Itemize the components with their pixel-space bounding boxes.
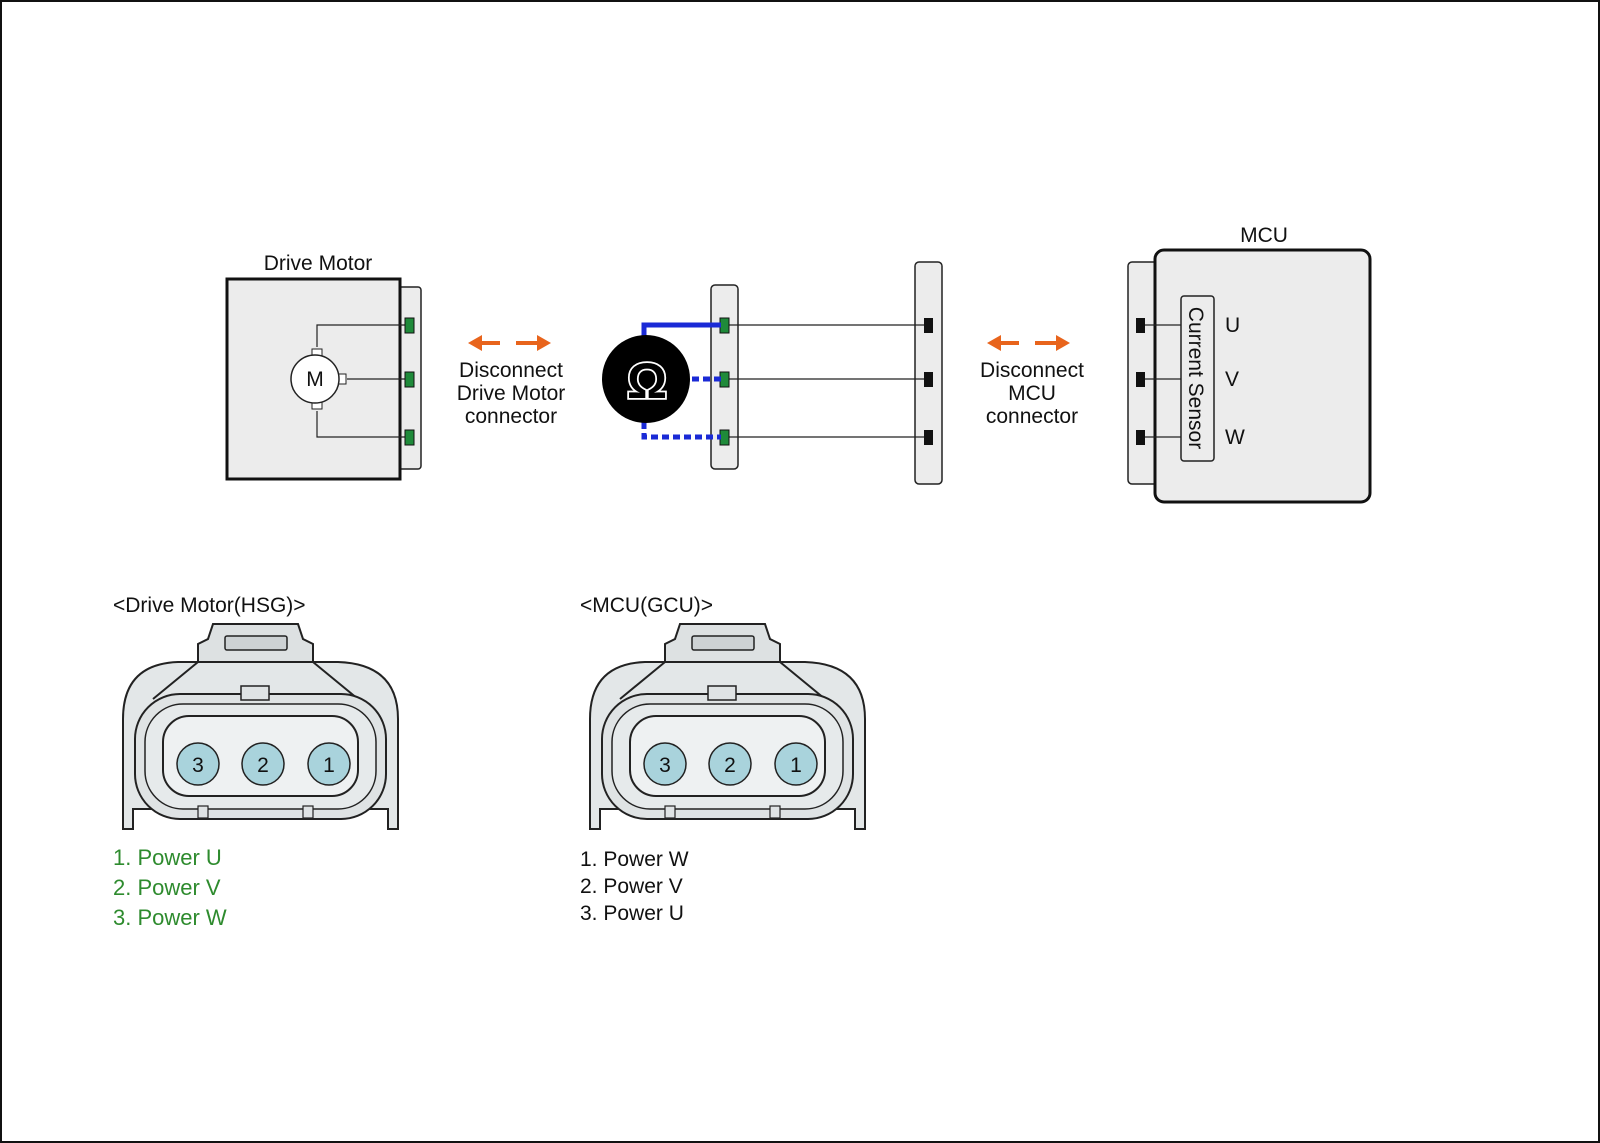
motor-pin-w bbox=[404, 429, 415, 446]
double-arrow-icon bbox=[468, 335, 551, 351]
drive-motor-title: Drive Motor bbox=[264, 252, 373, 275]
ohmmeter-icon bbox=[602, 335, 690, 423]
mcu-cavity-1-label: 1 bbox=[790, 754, 802, 777]
current-sensor-label: Current Sensor bbox=[1184, 307, 1207, 449]
harness-pin-w bbox=[719, 429, 730, 446]
connector-mcu-title: <MCU(GCU)> bbox=[580, 594, 713, 617]
connector-motor-legend-2: 2. Power V bbox=[113, 875, 221, 900]
motor-cavity-1-label: 1 bbox=[323, 754, 335, 777]
ohmmeter-group: Ω bbox=[602, 261, 943, 485]
mcu-pin-u bbox=[1136, 318, 1145, 333]
disconnect-mcu-line1: Disconnect bbox=[980, 359, 1084, 382]
mcu-cavity-1 bbox=[774, 742, 818, 786]
mcu-phase-v: V bbox=[1225, 368, 1239, 391]
meter-lead-solid bbox=[641, 322, 721, 338]
harness-mcu-pin-v bbox=[924, 372, 933, 387]
mcu-group: MCU Current Sensor U V W bbox=[1127, 224, 1372, 504]
meter-lead-dashed-w bbox=[641, 422, 721, 440]
connector-mcu-view: <MCU(GCU)> 3 2 1 1. Power W 2. Power V 3… bbox=[580, 594, 866, 925]
connector-motor-drawing: 3 2 1 bbox=[122, 623, 399, 830]
ohm-symbol: Ω bbox=[627, 353, 667, 409]
mcu-cavity-2-label: 2 bbox=[724, 754, 736, 777]
connector-motor-view: <Drive Motor(HSG)> 3 2 1 1. Power U 2. P… bbox=[113, 594, 399, 930]
mcu-cavity-2 bbox=[708, 742, 752, 786]
disconnect-motor-indicator: Disconnect Drive Motor connector bbox=[457, 335, 566, 428]
connector-mcu-legend-1: 1. Power W bbox=[580, 848, 689, 871]
harness-mcu-pin-w bbox=[924, 430, 933, 445]
connector-motor-title: <Drive Motor(HSG)> bbox=[113, 594, 306, 617]
double-arrow-icon bbox=[987, 335, 1070, 351]
mcu-phase-u: U bbox=[1225, 314, 1240, 337]
disconnect-mcu-indicator: Disconnect MCU connector bbox=[980, 335, 1084, 428]
mcu-cavity-3-label: 3 bbox=[659, 754, 671, 777]
mcu-title: MCU bbox=[1240, 224, 1288, 247]
motor-symbol-label: M bbox=[306, 368, 324, 391]
motor-pin-v bbox=[404, 371, 415, 388]
mcu-cavity-3 bbox=[643, 742, 687, 786]
motor-cavity-3-label: 3 bbox=[192, 754, 204, 777]
disconnect-motor-line3: connector bbox=[465, 405, 557, 428]
connector-mcu-drawing: 3 2 1 bbox=[589, 623, 866, 830]
disconnect-mcu-line2: MCU bbox=[1008, 382, 1056, 405]
connector-mcu-legend-2: 2. Power V bbox=[580, 875, 683, 898]
motor-cavity-1 bbox=[307, 742, 351, 786]
connector-motor-legend-3: 3. Power W bbox=[113, 905, 227, 930]
drive-motor-group: Drive Motor M bbox=[225, 252, 422, 481]
connector-mcu-legend-3: 3. Power U bbox=[580, 902, 684, 925]
motor-cavity-2-label: 2 bbox=[257, 754, 269, 777]
mcu-phase-w: W bbox=[1225, 426, 1245, 449]
disconnect-motor-line1: Disconnect bbox=[459, 359, 563, 382]
harness-pin-v bbox=[719, 371, 730, 388]
disconnect-motor-line2: Drive Motor bbox=[457, 382, 566, 405]
current-sensor-box bbox=[1180, 295, 1215, 462]
connector-motor-legend-1: 1. Power U bbox=[113, 845, 222, 870]
mcu-pin-w bbox=[1136, 430, 1145, 445]
motor-cavity-2 bbox=[241, 742, 285, 786]
harness-pin-u bbox=[719, 317, 730, 334]
mcu-pin-v bbox=[1136, 372, 1145, 387]
harness-mcu-pin-u bbox=[924, 318, 933, 333]
motor-pin-u bbox=[404, 317, 415, 334]
motor-cavity-3 bbox=[176, 742, 220, 786]
disconnect-mcu-line3: connector bbox=[986, 405, 1078, 428]
motor-symbol bbox=[290, 354, 340, 404]
